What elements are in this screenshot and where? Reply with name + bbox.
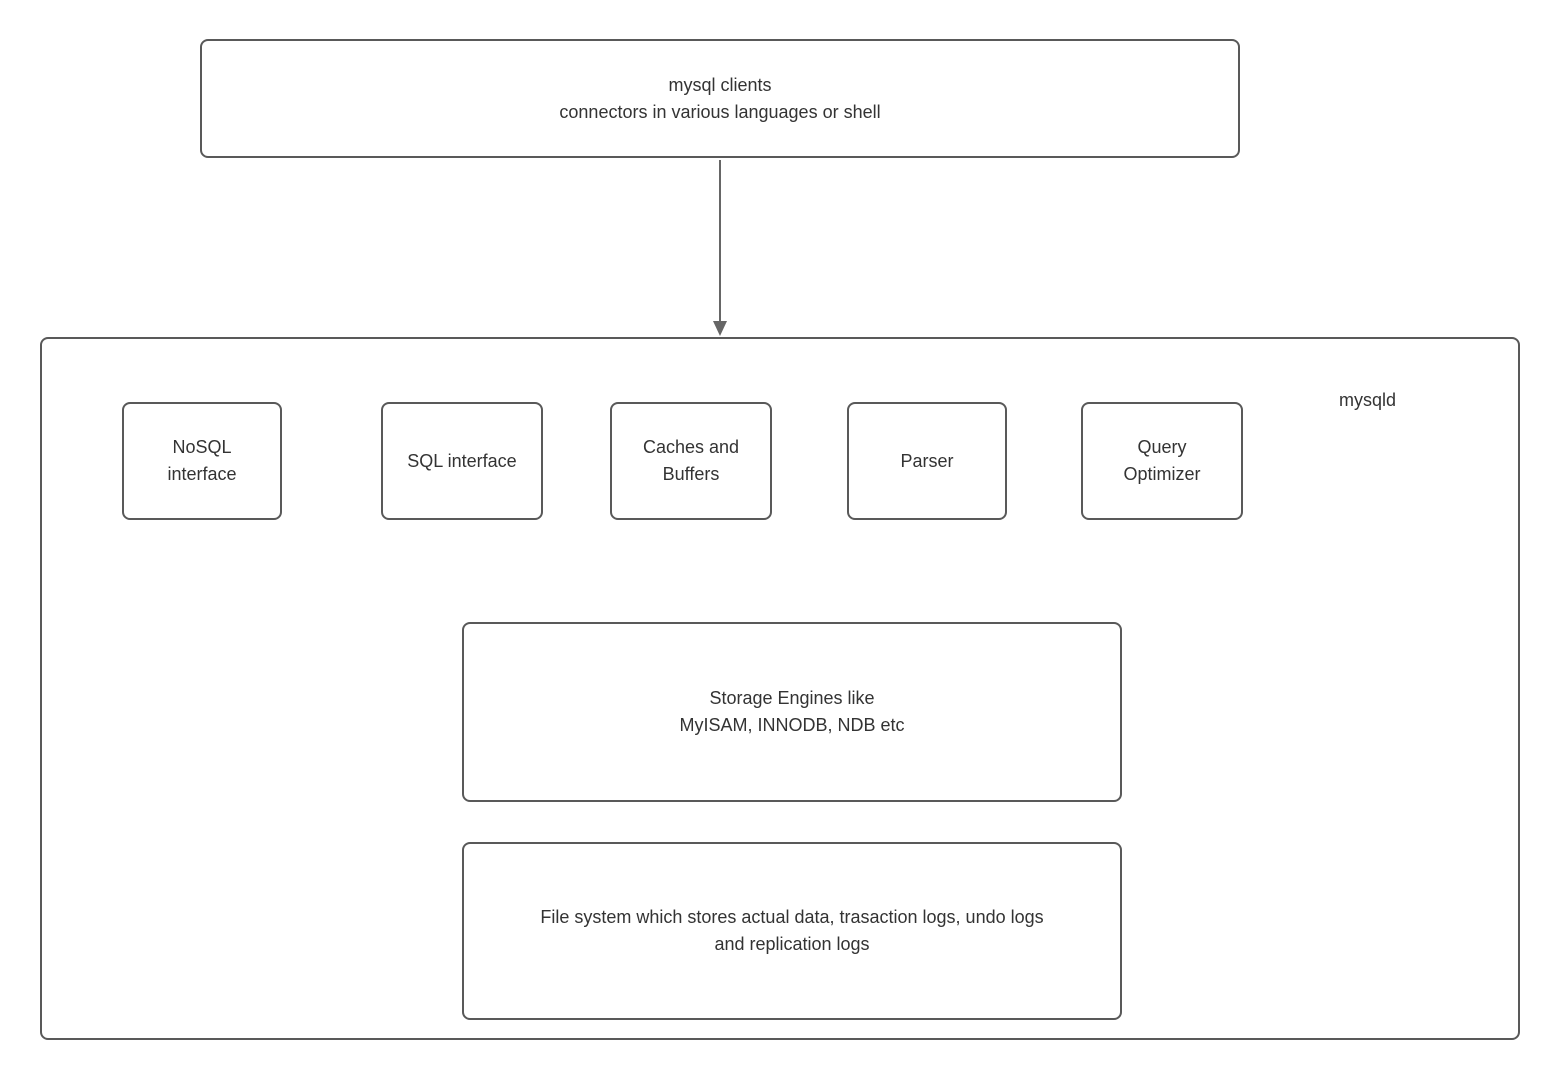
- query-optimizer-label: Query Optimizer: [1123, 437, 1201, 484]
- arrow-line: [719, 160, 721, 322]
- nosql-interface-label: NoSQL interface: [167, 437, 237, 484]
- sql-interface-label: SQL interface: [407, 450, 517, 471]
- caches-buffers-box: Caches and Buffers: [610, 402, 772, 520]
- file-system-label: File system which stores actual data, tr…: [540, 907, 1044, 954]
- nosql-interface-box: NoSQL interface: [122, 402, 282, 520]
- mysqld-label: mysqld: [1338, 390, 1396, 410]
- caches-buffers-label: Caches and Buffers: [642, 437, 740, 484]
- sql-interface-box: SQL interface: [381, 402, 543, 520]
- arrow-head-icon: [713, 321, 727, 336]
- storage-engines-label: Storage Engines like MyISAM, INNODB, NDB…: [679, 688, 905, 735]
- query-optimizer-box: Query Optimizer: [1081, 402, 1243, 520]
- mysql-clients-label: mysql clients connectors in various lang…: [559, 74, 881, 122]
- storage-engines-box: Storage Engines like MyISAM, INNODB, NDB…: [462, 622, 1122, 802]
- file-system-box: File system which stores actual data, tr…: [462, 842, 1122, 1020]
- mysqld-container-box: mysqld NoSQL interface SQL interface Cac…: [40, 337, 1520, 1040]
- mysql-clients-box: mysql clients connectors in various lang…: [200, 39, 1240, 158]
- parser-label: Parser: [900, 450, 954, 471]
- clients-to-mysqld-arrow: [712, 160, 728, 336]
- parser-box: Parser: [847, 402, 1007, 520]
